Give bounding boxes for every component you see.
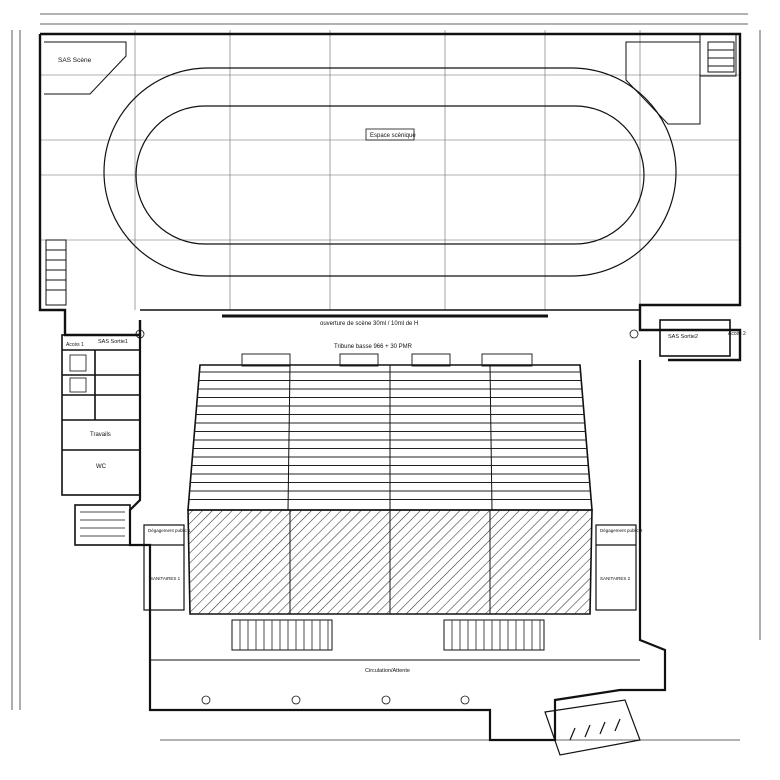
structural-grid <box>40 30 740 310</box>
sas-sortie1-label: SAS Sortie1 <box>98 339 128 345</box>
espace-scenique-box <box>365 128 415 141</box>
stage-walls <box>38 32 742 362</box>
hatched-dividers <box>289 510 491 614</box>
acces2-label: Accès 2 <box>728 331 746 337</box>
stair-treads <box>239 620 541 650</box>
dimension-lines-top <box>11 13 761 741</box>
tribune-blocks <box>241 353 533 367</box>
wc-label: WC <box>96 464 107 470</box>
travails-label: Travails <box>90 432 111 438</box>
left-wing <box>61 334 141 546</box>
degagement-left-label: Dégagement public 1 <box>148 528 191 533</box>
sanitaires-right-label: SANITAIRES 2 <box>600 576 631 581</box>
entrance-canopy <box>544 699 641 756</box>
auditorium-walls <box>128 335 667 742</box>
stage-corners <box>44 33 737 306</box>
column-markers <box>135 329 639 705</box>
ouverture-label: ouverture de scène 30ml / 10ml de H <box>320 321 418 327</box>
stage-track <box>103 67 677 277</box>
tribune-aisles <box>287 364 493 511</box>
sanitaires-left-label: SANITAIRES 1 <box>150 576 181 581</box>
lower-stairs <box>231 619 545 651</box>
acces1-label: Accès 1 <box>66 342 84 348</box>
circulation-label: Circulation/Attente <box>365 668 410 674</box>
right-wing <box>639 319 731 510</box>
sas-sortie2-label: SAS Sortie2 <box>668 334 698 340</box>
sas-scene-label: SAS Scène <box>58 57 92 64</box>
degagement-right-label: Dégagement public 2 <box>600 528 643 533</box>
side-rooms <box>143 524 637 611</box>
espace-scenique-label: Espace scénique <box>370 133 416 139</box>
tribune-label: Tribune basse 966 + 30 PMR <box>334 344 413 350</box>
